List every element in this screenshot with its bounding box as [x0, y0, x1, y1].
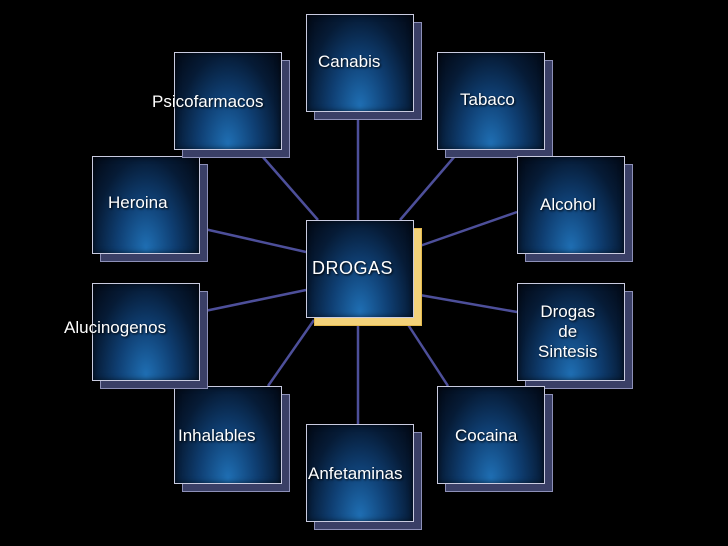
node-box	[306, 14, 414, 112]
node-label-tabaco: Tabaco	[460, 90, 515, 109]
node-label-psicofarmacos: Psicofarmacos	[152, 92, 264, 111]
node-box	[437, 386, 545, 484]
node-heroina: Heroina	[92, 156, 208, 262]
connector-tabaco	[399, 155, 456, 221]
connector-alcohol	[413, 210, 518, 250]
node-label-cocaina: Cocaina	[455, 426, 518, 445]
connector-cocaina	[403, 319, 450, 387]
node-label-inhalables: Inhalables	[178, 426, 256, 445]
connector-heroina	[199, 226, 307, 254]
node-box	[92, 156, 200, 254]
connector-inhalables	[266, 319, 316, 387]
node-psicofarmacos: Psicofarmacos	[152, 52, 290, 158]
node-box	[517, 156, 625, 254]
node-inhalables: Inhalables	[174, 386, 290, 492]
node-label-drogas-de-sintesis: Drogas de Sintesis	[538, 302, 598, 361]
center-node-label: DROGAS	[312, 258, 394, 278]
node-box	[517, 283, 625, 381]
node-alucinogenos: Alucinogenos	[64, 283, 208, 389]
node-box	[174, 52, 282, 150]
node-tabaco: Tabaco	[437, 52, 553, 158]
node-cocaina: Cocaina	[437, 386, 553, 492]
node-label-alucinogenos: Alucinogenos	[64, 318, 167, 337]
node-label-anfetaminas: Anfetaminas	[308, 464, 403, 483]
center-node-drogas: DROGAS	[306, 220, 422, 326]
node-label-canabis: Canabis	[318, 52, 381, 71]
center-node-box	[306, 220, 414, 318]
connector-drogas-sintesis	[413, 292, 518, 314]
node-box	[92, 283, 200, 381]
connector-alucinogenos	[199, 288, 307, 314]
node-label-alcohol: Alcohol	[540, 195, 596, 214]
node-label-heroina: Heroina	[108, 193, 168, 212]
node-box	[306, 424, 414, 522]
node-anfetaminas: Anfetaminas	[306, 424, 422, 530]
node-alcohol: Alcohol	[517, 156, 633, 262]
node-canabis: Canabis	[306, 14, 422, 120]
node-box	[437, 52, 545, 150]
node-box	[174, 386, 282, 484]
connector-psicofarmacos	[261, 155, 319, 221]
node-drogas-de-sintesis: Drogas de Sintesis	[517, 283, 633, 389]
